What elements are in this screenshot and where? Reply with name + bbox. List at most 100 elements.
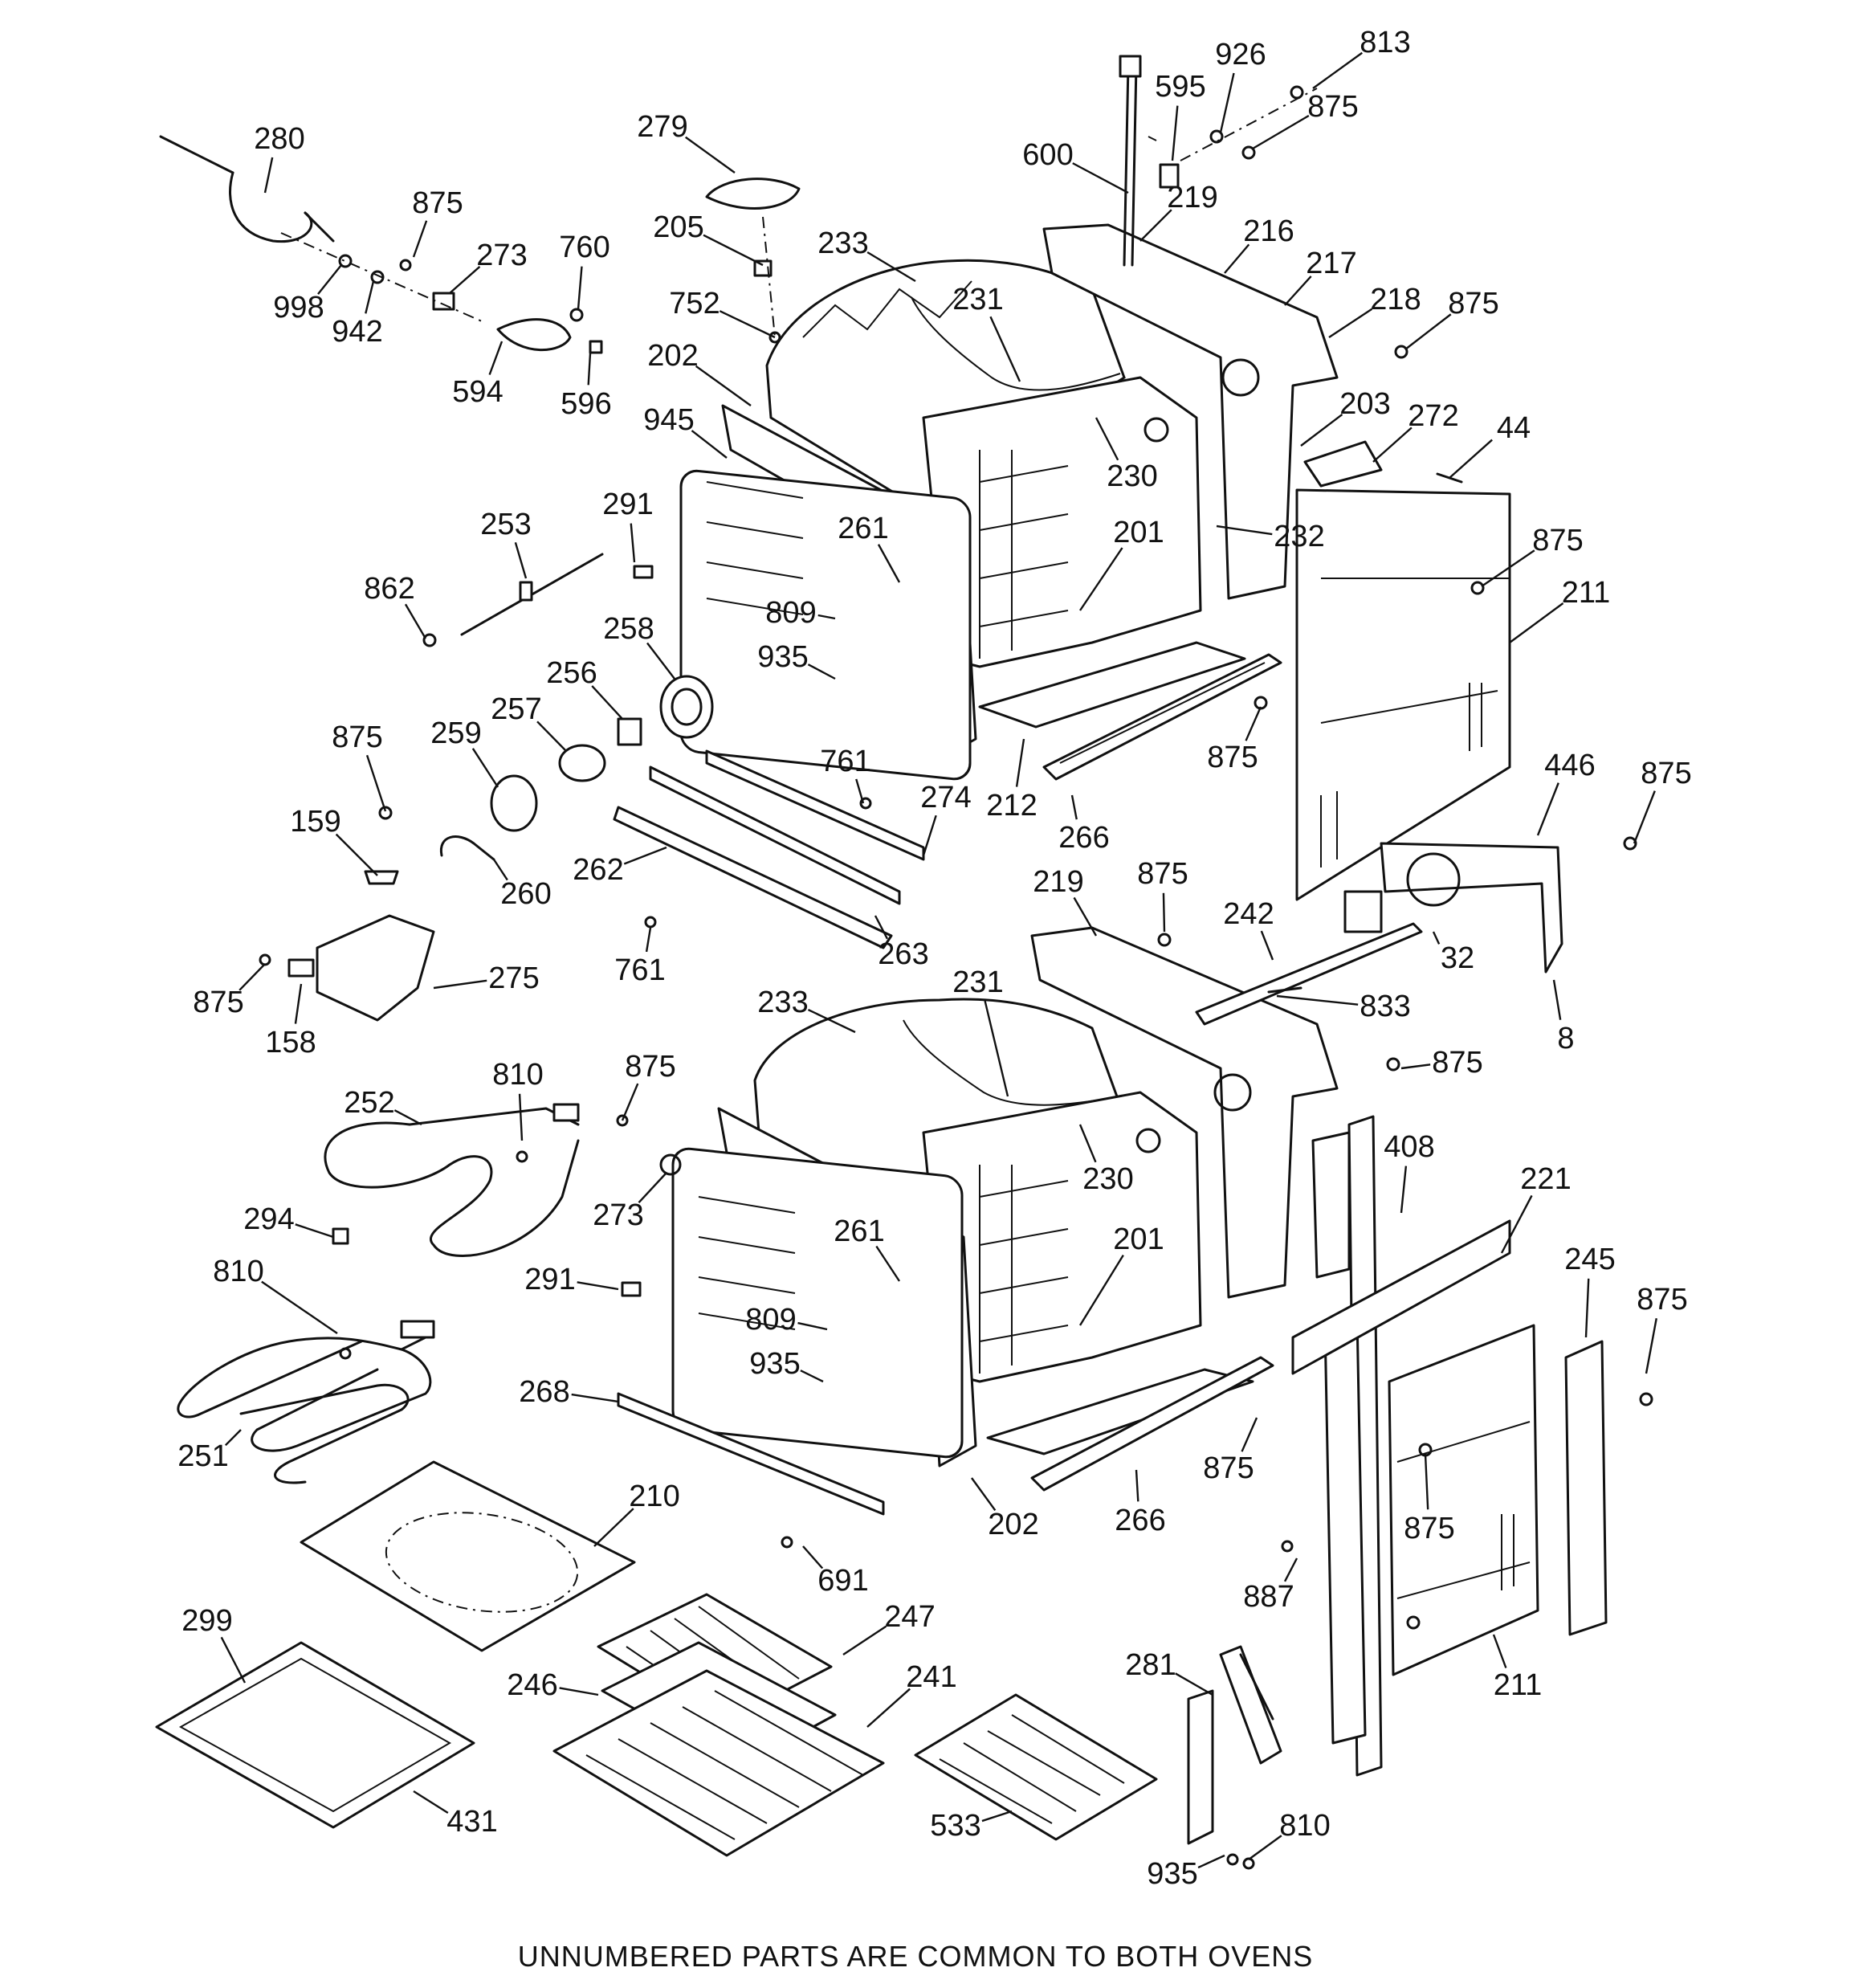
part-number-label: 810 xyxy=(1279,1809,1330,1843)
leader-line xyxy=(577,1281,619,1291)
callout-202: 202 xyxy=(971,1477,1039,1541)
callout-230: 230 xyxy=(1078,1124,1134,1196)
callout-596: 596 xyxy=(561,353,612,421)
callout-691: 691 xyxy=(802,1545,869,1598)
part-number-label: 926 xyxy=(1215,38,1266,71)
oven-lamp-assembly xyxy=(439,675,714,861)
side-bracket-221 xyxy=(1291,1219,1511,1375)
part-number-label: 875 xyxy=(1432,1046,1482,1080)
callout-813: 813 xyxy=(1312,26,1411,89)
leader-line xyxy=(294,983,303,1024)
part-number-label: 813 xyxy=(1360,26,1410,59)
part-number-label: 221 xyxy=(1520,1162,1571,1196)
callout-253: 253 xyxy=(480,508,532,579)
leader-line xyxy=(638,1172,667,1204)
part-number-label: 159 xyxy=(290,805,340,839)
leader-line xyxy=(577,266,583,310)
part-number-label: 8 xyxy=(1557,1022,1574,1055)
leader-line xyxy=(1633,790,1656,844)
callout-875: 875 xyxy=(1207,706,1262,774)
part-number-label: 875 xyxy=(625,1050,675,1084)
part-number-label: 233 xyxy=(817,227,868,260)
callout-231: 231 xyxy=(952,283,1021,382)
callout-245: 245 xyxy=(1564,1243,1616,1338)
callout-810: 810 xyxy=(213,1255,338,1334)
callout-247: 247 xyxy=(842,1600,936,1656)
part-number-label: 761 xyxy=(820,745,870,778)
callout-219: 219 xyxy=(1139,181,1218,242)
leader-line xyxy=(317,264,342,295)
callout-232: 232 xyxy=(1216,520,1325,553)
part-number-label: 233 xyxy=(757,986,808,1019)
callout-533: 533 xyxy=(930,1809,1013,1843)
upper-door-rails xyxy=(613,749,925,949)
leader-line xyxy=(536,720,567,752)
leader-line xyxy=(1584,1278,1590,1338)
leader-line xyxy=(365,754,387,812)
leader-line xyxy=(1252,114,1310,150)
callout-203: 203 xyxy=(1300,387,1391,447)
part-number-label: 201 xyxy=(1113,1223,1164,1256)
part-number-label: 251 xyxy=(177,1439,228,1473)
leader-line xyxy=(1079,547,1123,611)
leader-line xyxy=(1135,1469,1139,1502)
callout-279: 279 xyxy=(637,110,736,173)
callout-242: 242 xyxy=(1223,897,1274,961)
callout-221: 221 xyxy=(1500,1162,1572,1254)
part-number-label: 202 xyxy=(988,1508,1038,1541)
lower-rear-wall xyxy=(1030,926,1339,1299)
leader-line xyxy=(1424,1453,1429,1510)
leader-line xyxy=(875,1245,901,1282)
leader-line xyxy=(981,1810,1013,1823)
part-number-label: 875 xyxy=(1404,1512,1454,1545)
callout-431: 431 xyxy=(413,1790,498,1839)
part-number-label: 875 xyxy=(1448,287,1498,320)
callout-273: 273 xyxy=(593,1172,667,1232)
leader-line xyxy=(645,927,652,953)
callout-251: 251 xyxy=(177,1429,242,1473)
convection-motor-assembly xyxy=(1157,890,1423,1072)
part-number-label: 875 xyxy=(1637,1283,1687,1316)
part-number-label: 942 xyxy=(332,315,382,349)
leader-line xyxy=(488,341,503,375)
part-number-label: 218 xyxy=(1370,283,1421,316)
footer-note: UNNUMBERED PARTS ARE COMMON TO BOTH OVEN… xyxy=(518,1940,1313,1973)
callout-833: 833 xyxy=(1276,990,1411,1023)
leader-line xyxy=(1552,979,1562,1020)
leader-line xyxy=(1492,1634,1507,1668)
leader-line xyxy=(1432,931,1441,945)
callout-216: 216 xyxy=(1224,214,1294,274)
leader-line xyxy=(335,833,378,876)
part-number-label: 935 xyxy=(749,1347,800,1381)
part-number-label: 600 xyxy=(1022,138,1073,172)
leader-line xyxy=(1073,896,1098,937)
leader-line xyxy=(630,523,636,563)
leader-line xyxy=(1509,602,1564,643)
callout-261: 261 xyxy=(838,512,901,583)
callout-230: 230 xyxy=(1095,417,1158,493)
callout-291: 291 xyxy=(602,488,654,563)
lower-side-panels xyxy=(1281,1115,1653,1777)
part-number-label: 833 xyxy=(1360,990,1410,1023)
callout-272: 272 xyxy=(1372,399,1459,463)
part-number-label: 875 xyxy=(193,986,243,1019)
part-number-label: 242 xyxy=(1223,897,1274,931)
callout-252: 252 xyxy=(344,1086,422,1126)
part-number-label: 262 xyxy=(573,853,623,887)
part-number-label: 201 xyxy=(1113,516,1164,549)
part-number-label: 32 xyxy=(1441,941,1474,975)
callout-291: 291 xyxy=(524,1263,619,1296)
part-number-label: 875 xyxy=(1307,90,1358,124)
callout-926: 926 xyxy=(1215,38,1266,133)
leader-line xyxy=(1260,930,1274,961)
part-number-label: 281 xyxy=(1125,1648,1176,1682)
part-number-label: 875 xyxy=(1641,757,1691,790)
leader-line xyxy=(623,846,667,865)
leader-line xyxy=(807,1008,856,1034)
leader-line xyxy=(1139,209,1172,242)
callout-219: 219 xyxy=(1033,865,1098,937)
leader-line xyxy=(1536,782,1559,836)
upper-right-side-panel xyxy=(1295,488,1511,901)
leader-line xyxy=(1070,794,1078,820)
leader-line xyxy=(1248,1835,1282,1860)
